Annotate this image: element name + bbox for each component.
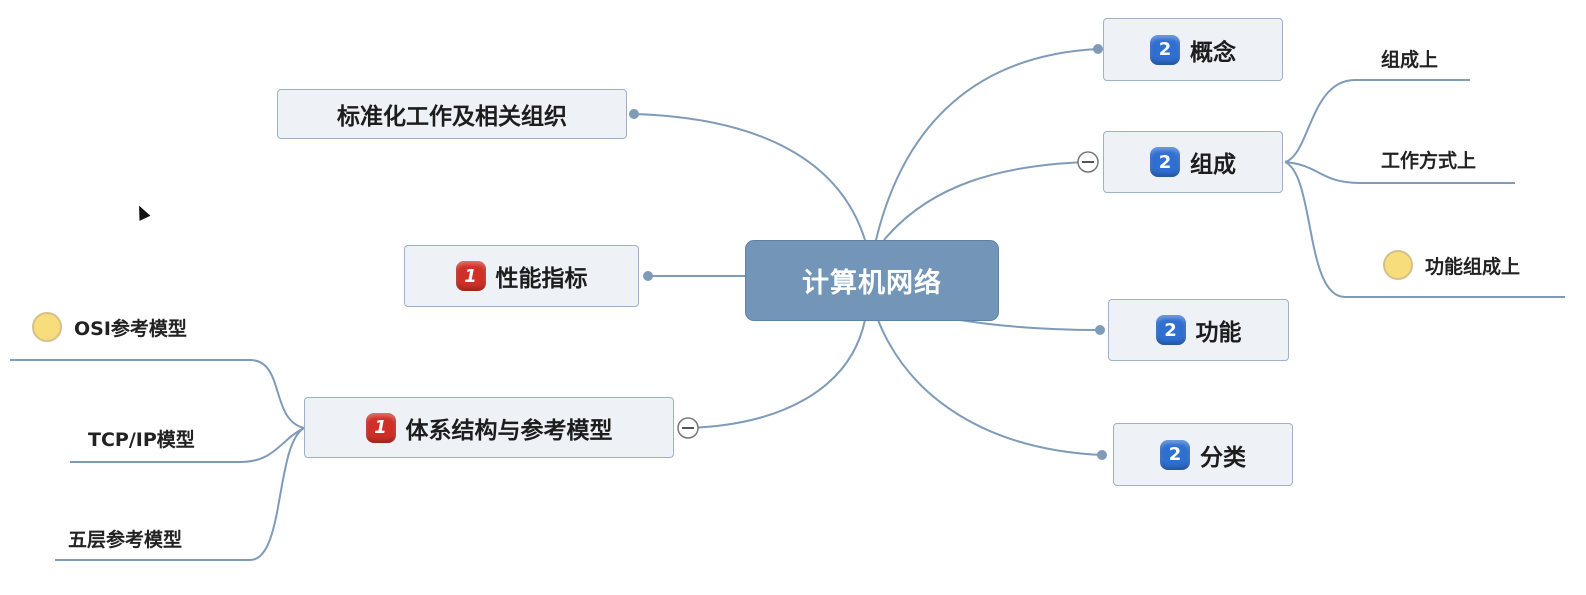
link-composition [883,161,1089,241]
subtopic-comp-structure[interactable]: 组成上 [1381,45,1438,72]
link-function [959,319,1101,331]
link-architecture [687,319,866,429]
topic-function[interactable]: 2 功能 [1108,299,1289,361]
subtopic-label: TCP/IP模型 [88,429,195,451]
topic-label: 功能 [1195,320,1242,346]
smiley-marker-icon [32,312,62,342]
link-standards [633,113,866,241]
subtopic-label: OSI参考模型 [74,317,187,340]
subtopic-label: 功能组成上 [1425,255,1521,278]
connector-dot [1093,44,1103,54]
topic-label: 分类 [1200,444,1246,471]
topic-label: 标准化工作及相关组织 [337,104,567,130]
topic-concept[interactable]: 2 概念 [1103,18,1283,81]
link-arch-child-3 [55,427,305,561]
link-concept [875,48,1099,241]
topic-classification[interactable]: 2 分类 [1113,423,1293,486]
subtopic-comp-working[interactable]: 工作方式上 [1381,146,1476,173]
link-classification [877,319,1103,456]
collapse-icon[interactable] [677,417,699,439]
priority-badge: 2 [1150,34,1180,65]
topic-label: 概念 [1190,39,1236,66]
subtopic-label: 五层参考模型 [68,529,183,551]
topic-label: 组成 [1190,152,1236,178]
topic-label: 体系结构与参考模型 [405,417,613,444]
subtopic-comp-function[interactable]: 功能组成上 [1383,250,1520,280]
link-comp-child-3 [1284,161,1565,298]
central-topic-label: 计算机网络 [802,268,942,299]
priority-badge: 2 [1160,439,1190,470]
connector-dot [1097,450,1107,460]
link-comp-child-2 [1284,161,1515,184]
priority-badge: 2 [1150,147,1180,177]
subtopic-tcpip[interactable]: TCP/IP模型 [88,425,195,452]
subtopic-five-layer[interactable]: 五层参考模型 [68,525,182,552]
connector-dot [643,271,653,281]
subtopic-label: 组成上 [1381,49,1439,71]
link-arch-child-2 [70,427,305,463]
subtopic-osi[interactable]: OSI参考模型 [32,312,187,342]
connector-dot [1095,325,1105,335]
link-comp-child-1 [1284,79,1470,163]
subtopic-label: 工作方式上 [1381,150,1477,172]
priority-badge: 1 [365,412,396,443]
smiley-marker-icon [1383,250,1413,280]
collapse-icon[interactable] [1077,151,1099,173]
topic-label: 性能指标 [495,266,588,292]
topic-architecture[interactable]: 1 体系结构与参考模型 [304,397,674,458]
priority-badge: 2 [1155,315,1186,345]
link-arch-child-1 [10,359,305,429]
priority-badge: 1 [455,261,486,291]
connector-dot [629,109,639,119]
topic-composition[interactable]: 2 组成 [1103,131,1283,193]
central-topic[interactable]: 计算机网络 [745,240,999,321]
topic-performance[interactable]: 1 性能指标 [404,245,639,307]
topic-standards[interactable]: 标准化工作及相关组织 [277,89,627,139]
